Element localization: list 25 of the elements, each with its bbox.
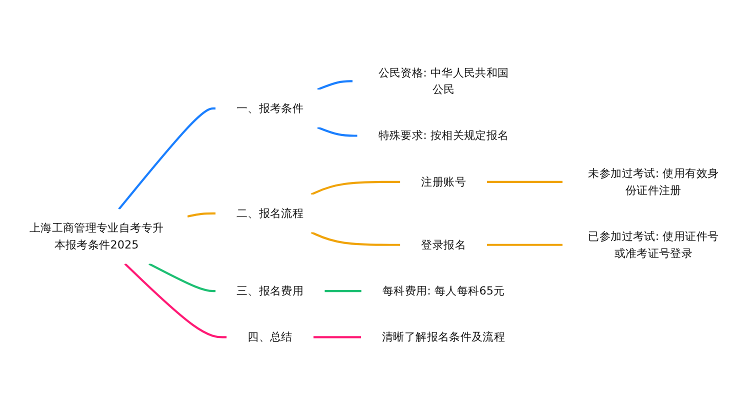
node-text: 一、报考条件 [236,101,304,115]
node-text: 每科费用: 每人每科65元 [382,284,505,298]
connector [148,262,216,292]
connector [486,244,562,246]
connector [317,126,358,137]
node-text: 四、总结 [248,330,292,344]
node-text: 三、报名费用 [236,284,304,298]
node-text: 特殊要求: 按相关规定报名 [378,128,509,142]
connector [486,180,562,183]
node-text: 二、报名流程 [236,206,304,220]
node-text: 公民资格: 中华人民共和国公民 [378,66,509,96]
connector [118,107,216,210]
node-text: 登录报名 [421,238,466,252]
node-text: 清晰了解报名条件及流程 [382,330,506,344]
connector [310,231,400,246]
connector [187,212,216,218]
connector [317,80,353,91]
connector [124,263,227,338]
connector [310,180,400,196]
node-text: 未参加过考试: 使用有效身份证件注册 [588,166,719,197]
node-text: 注册账号 [421,174,466,188]
node-text: 已参加过考试: 使用证件号或准考证号登录 [588,229,719,260]
connector [313,336,361,338]
connector [324,290,362,292]
node-text: 上海工商管理专业自考专升本报考条件2025 [29,221,164,252]
